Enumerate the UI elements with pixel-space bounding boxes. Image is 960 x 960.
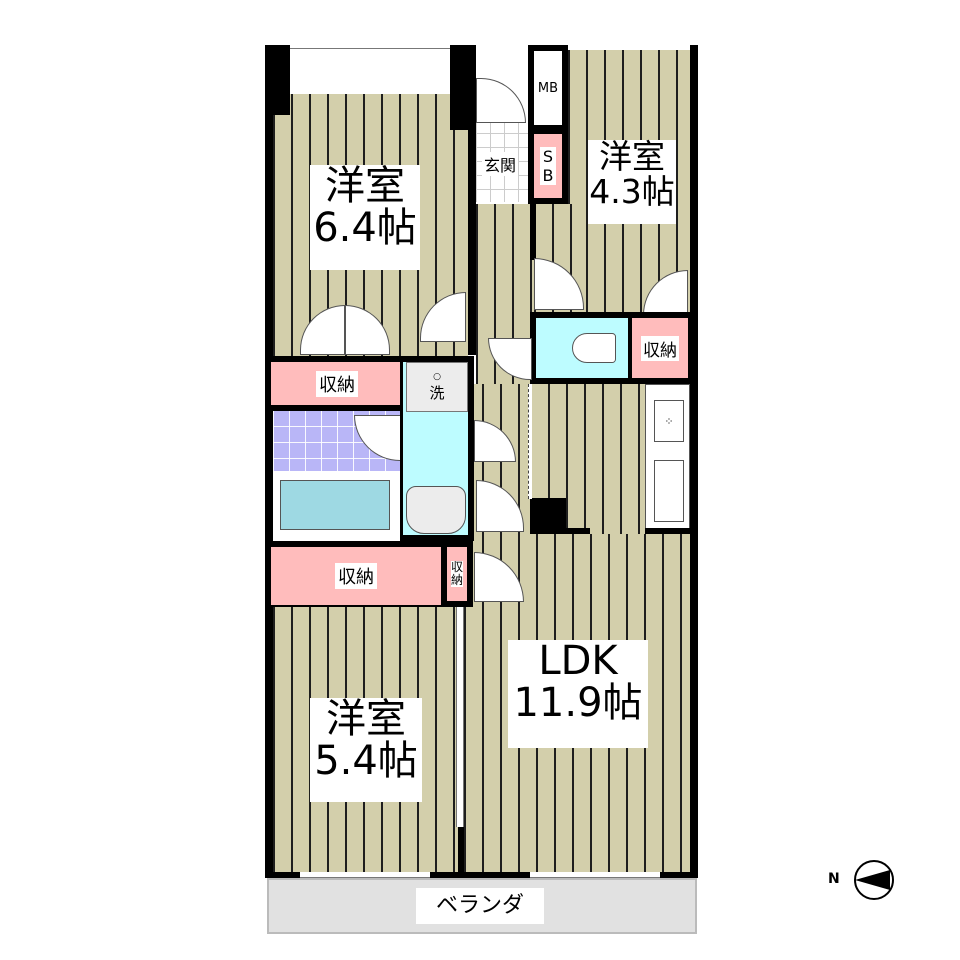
compass: N [828, 858, 908, 902]
room-name: 洋室 [326, 696, 406, 742]
outer-wall-right [690, 45, 698, 877]
toilet-bowl-icon [572, 333, 616, 363]
storage-small-label-2: 納 [450, 573, 463, 588]
window-top-left [290, 48, 450, 94]
storage-2: 収納 [628, 312, 694, 384]
washer: ○ 洗 [406, 362, 468, 412]
bathtub-water [280, 480, 390, 530]
shoe-box-b: B [539, 166, 557, 186]
room-name: 洋室 [325, 163, 405, 209]
window-bottom-right [530, 872, 660, 878]
meter-box: MB [528, 45, 568, 131]
room-size: 4.3帖 [589, 171, 675, 211]
stove-icon: ⁘ [654, 400, 684, 442]
inner-wall [468, 45, 476, 355]
shoe-box-s: S [539, 146, 557, 166]
room-size: 6.4帖 [313, 205, 417, 251]
washer-drain-icon: ○ [433, 371, 441, 382]
inner-wall [458, 827, 464, 877]
shoe-box: S B [528, 128, 568, 204]
inner-wall [530, 200, 536, 260]
storage-3: 収納 [265, 541, 447, 607]
entrance-label: 玄関 [482, 152, 519, 176]
north-arrow-icon [854, 860, 894, 900]
outer-wall-bottom [265, 872, 698, 878]
washer-label: 洗 [429, 383, 445, 402]
sink-icon [654, 460, 684, 522]
room-size: 11.9帖 [513, 680, 643, 726]
room-label-5-4: 洋室 5.4帖 [310, 698, 422, 802]
room-label-6-4: 洋室 6.4帖 [310, 165, 420, 270]
outer-wall-left [265, 45, 273, 877]
room-name: 洋室 [599, 137, 665, 176]
washbasin-icon [406, 486, 466, 534]
storage-label: 収納 [316, 370, 358, 397]
storage-label: 収納 [641, 335, 679, 361]
room-label-ldk: LDK 11.9帖 [508, 640, 648, 748]
room-label-4-3: 洋室 4.3帖 [588, 137, 676, 224]
storage-small-label-1: 収 [450, 559, 463, 574]
wall-block [265, 45, 290, 115]
kitchen-wall [645, 528, 695, 534]
entrance-door[interactable] [476, 78, 526, 123]
wall-block [450, 45, 472, 130]
storage-1: 収納 [265, 356, 405, 411]
window-bottom-left [300, 872, 430, 878]
compass-north-label: N [828, 871, 840, 887]
room-size: 5.4帖 [314, 738, 418, 784]
veranda-label: ベランダ [416, 888, 544, 924]
storage-label: 収納 [335, 563, 377, 589]
kitchen-counter [645, 384, 690, 530]
storage-small: 収 納 [443, 541, 473, 607]
pillar-tail [560, 528, 590, 534]
room-name: LDK [538, 638, 618, 684]
sliding-partition [528, 384, 532, 499]
sliding-door[interactable] [456, 607, 464, 827]
